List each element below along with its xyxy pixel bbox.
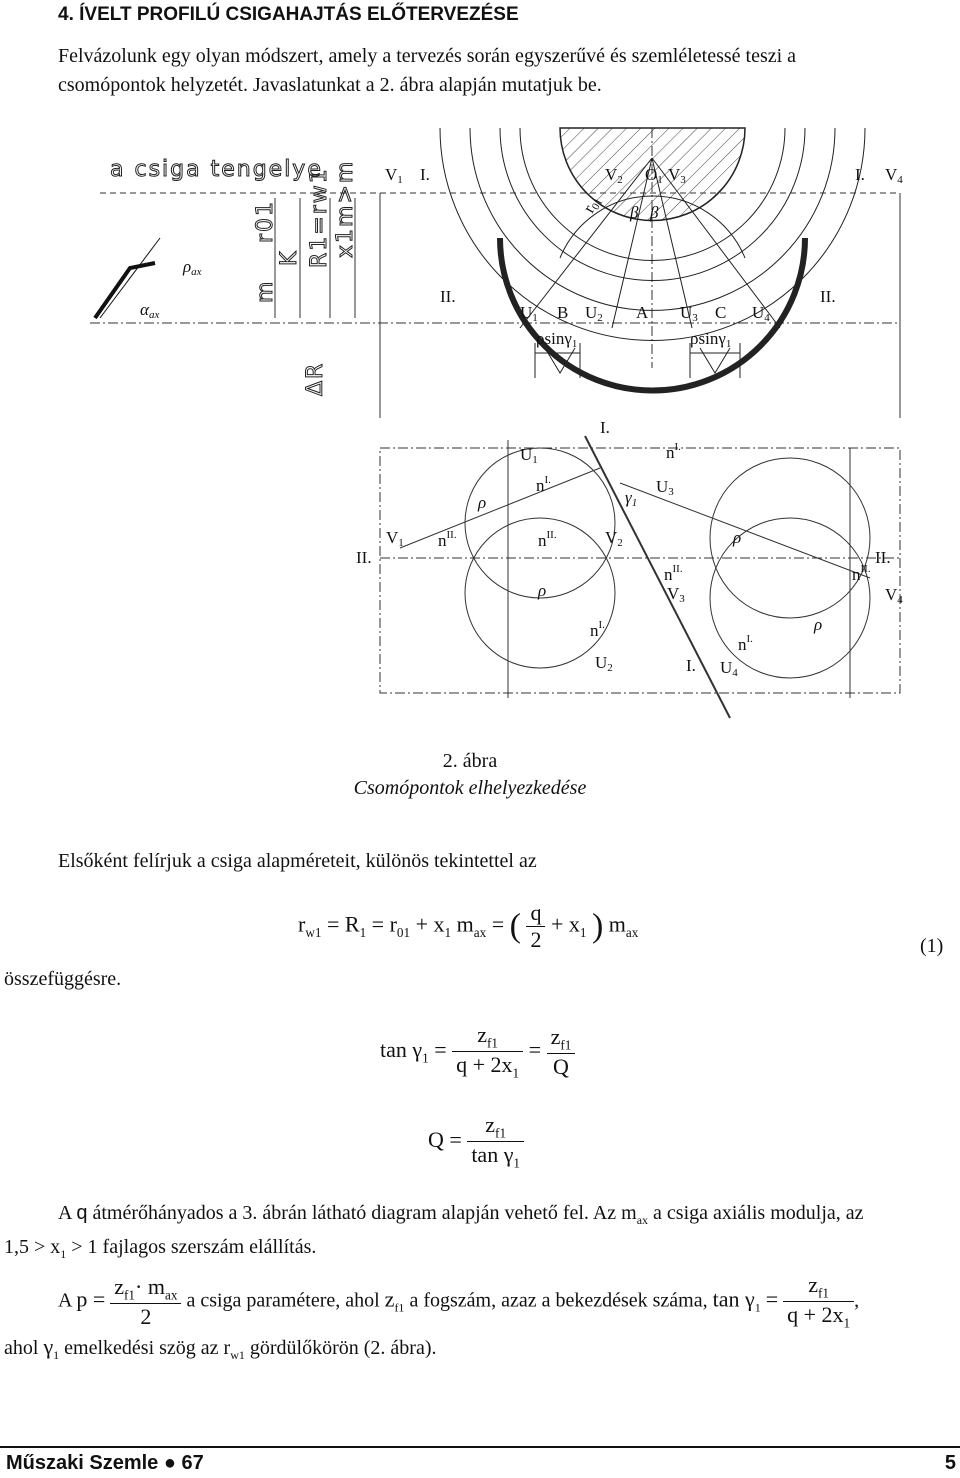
label-beta-a: β [629,203,639,222]
section-line [584,435,731,719]
label-V2-top: V2 [605,165,623,186]
label-rho-a: ρ [477,493,486,512]
label-rho-d: ρ [813,615,822,634]
text-line-1b: összefüggésre. [4,968,122,990]
label-rho-sin-b: ρsinγ1 [690,329,731,350]
label-U1-bottom: U1 [520,445,538,466]
r01-label: r01 [253,200,278,243]
label-B: B [557,303,568,322]
label-rho-ax: ρax [182,257,202,278]
figure-caption-title: Csomópontok elhelyezkedése [353,777,587,799]
label-O1: O1 [645,165,663,186]
footer-journal: Műszaki Szemle ● 67 [6,1452,204,1474]
label-gamma1: γ1 [625,488,637,509]
label-V3-top: V3 [668,165,686,186]
text-line-2: A q átmérőhányados a 3. ábrán látható di… [58,1202,864,1227]
label-nI-d: nI. [738,633,753,654]
label-I-bottom: I. [686,656,696,675]
figure-caption-number: 2. ábra [442,750,498,772]
text-line-3: 1,5 > x1 > 1 fajlagos szerszám elállítás… [4,1236,317,1261]
label-II-top-a: II. [440,287,456,306]
intro-paragraph: Felvázolunk egy olyan módszert, amely a … [58,45,797,96]
label-I-bottom-top: I. [600,418,610,437]
label-rho-c: ρ [537,581,546,600]
label-U4-top: U4 [752,303,770,324]
label-rho-b: ρ [732,528,741,547]
tooth-profile [93,261,156,320]
label-U1-top: U1 [520,303,538,324]
hatched-section [559,127,746,222]
text-line-5: ahol γ1 emelkedési szög az rw1 gördülőkö… [4,1334,437,1362]
label-U4-bottom: U4 [720,658,738,679]
label-U2-top: U2 [585,303,603,324]
label-U3-top: U3 [680,303,698,324]
label-V4-top: V4 [885,165,903,186]
label-U3-bottom: U3 [656,477,674,498]
label-C: C [715,303,726,322]
label-beta-b: β [649,203,659,222]
label-II-right: II. [875,548,891,567]
delta-r-label: ΔR [303,362,328,396]
label-V1-top: V1 [385,165,403,186]
label-II-top-b: II. [820,287,836,306]
equation-number: (1) [920,935,944,957]
thick-pitch-arc [497,237,808,394]
label-A: A [636,303,649,322]
label-II-left: II. [356,548,372,567]
label-U2-bottom: U2 [595,653,613,674]
label-V3-bottom: V3 [667,584,685,605]
label-nII-d: nII. [852,563,871,584]
r1-label: R1=rw1 [307,167,332,268]
k-label: K [277,250,302,266]
label-V2-bottom: V2 [605,528,623,549]
label-nI-a: nI. [666,441,681,462]
label-nI-b: nI. [536,474,551,495]
axis-label: a csiga tengelye [110,157,323,182]
label-rho-sin-a: ρsinγ1 [536,329,577,350]
label-I-top-a: I. [420,165,430,184]
label-nII-a: nII. [438,529,457,550]
label-V4-bottom: V4 [885,585,903,606]
section-heading: 4. ÍVELT PROFILÚ CSIGAHAJTÁS ELŐTERVEZÉS… [58,4,519,25]
footer-page-number: 5 [944,1452,956,1474]
figure-2-diagram: a csiga tengelye r01 K R1=rw1 x1m>m m ΔR… [90,127,903,719]
x1m-label: x1m>m [333,160,358,258]
label-alpha-ax: αax [140,300,159,321]
text-line-1: Elsőként felírjuk a csiga alapméreteit, … [58,850,537,872]
footer-rule [0,1446,960,1448]
label-nI-c: nI. [590,619,605,640]
label-V1-bottom: V1 [386,528,404,549]
label-nII-c: nII. [664,563,683,584]
bullet-icon: ● [163,1452,176,1474]
label-I-top-b: I. [855,165,865,184]
label-nII-b: nII. [538,529,557,550]
m-label: m [253,280,278,303]
